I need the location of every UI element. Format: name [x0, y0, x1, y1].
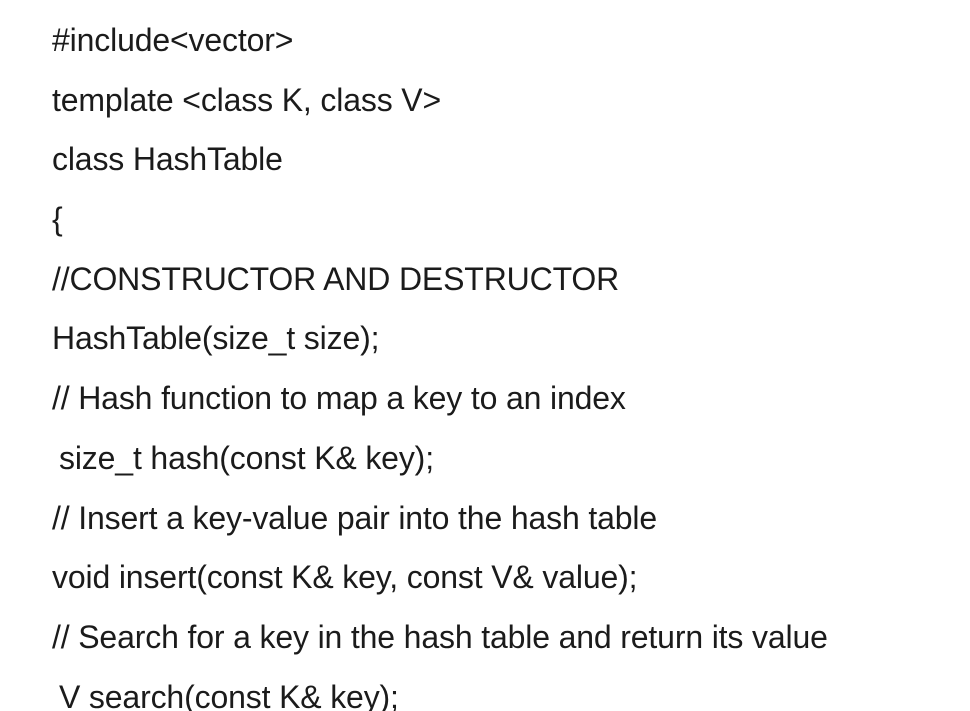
code-line: // Insert a key-value pair into the hash… [52, 499, 658, 536]
code-line: V search(const K& key); [59, 678, 399, 711]
code-line: #include<vector> [52, 22, 294, 58]
code-line: class HashTable [52, 141, 283, 178]
code-line: template <class K, class V> [52, 81, 442, 118]
code-line: HashTable(size_t size); [52, 320, 380, 357]
code-line: // Hash function to map a key to an inde… [52, 380, 626, 417]
code-line: void insert(const K& key, const V& value… [52, 559, 638, 596]
code-line: size_t hash(const K& key); [59, 439, 434, 476]
code-line: //CONSTRUCTOR AND DESTRUCTOR [52, 260, 620, 297]
code-line: { [52, 201, 63, 238]
code-line: // Search for a key in the hash table an… [52, 618, 828, 655]
